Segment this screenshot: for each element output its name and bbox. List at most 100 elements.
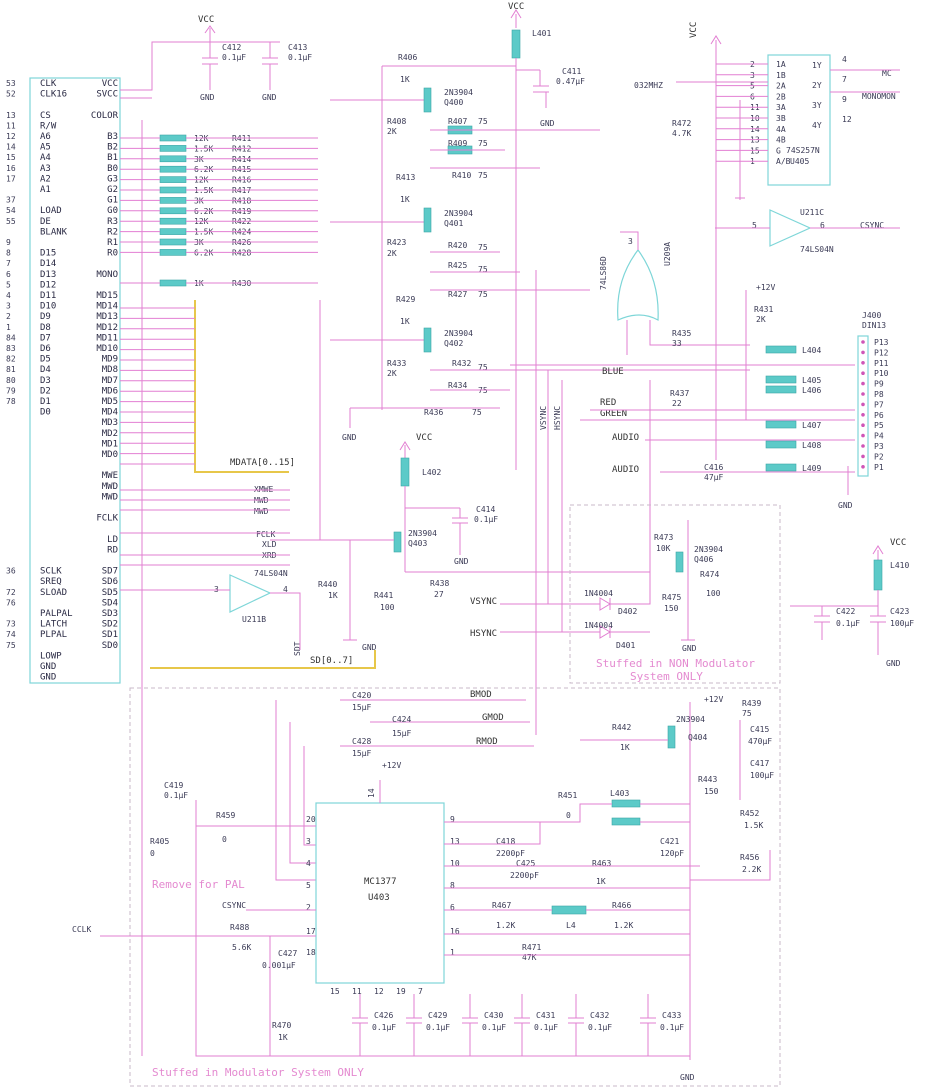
chip-right-pin-label: MD6 bbox=[102, 386, 118, 396]
r467-val: 1.2K bbox=[496, 921, 515, 930]
audio-label-1: AUDIO bbox=[612, 433, 639, 443]
r488-val: 5.6K bbox=[232, 943, 251, 952]
u405-out-pin: 1Y bbox=[812, 61, 822, 70]
chip-right-pin-label: SD0 bbox=[102, 641, 118, 651]
gnd-label-1: GND bbox=[200, 93, 215, 102]
r459-val: 0 bbox=[222, 835, 227, 844]
u403-left-pin: 5 bbox=[306, 881, 311, 890]
p12-label-1: +12V bbox=[756, 283, 775, 292]
chip-right-pin-label: G1 bbox=[107, 196, 118, 206]
chip-right-pin-label: SD3 bbox=[102, 609, 118, 619]
u405-in-pin: A/B bbox=[776, 157, 791, 166]
c421-ref: C421 bbox=[660, 837, 679, 846]
r408-ref: R408 bbox=[387, 117, 406, 126]
rgb-driver-stage: VCC L401 R406 1K C411 0.47µF GND 2N3904 … bbox=[330, 2, 750, 470]
u405-out-pin: 4Y bbox=[812, 121, 822, 130]
chip-left-pin-label: LATCH bbox=[40, 620, 67, 630]
r473-val: 10K bbox=[656, 544, 671, 553]
r442-ref: R442 bbox=[612, 723, 631, 732]
u405-out-pin-number: 12 bbox=[842, 115, 852, 124]
chip-left-pin-label: D4 bbox=[40, 365, 51, 375]
chip-left-pin-label: D10 bbox=[40, 302, 56, 312]
sdt-label: SDT bbox=[293, 641, 302, 656]
ladder-resistor bbox=[159, 155, 187, 163]
chip-left-pin-label: A3 bbox=[40, 164, 51, 174]
chip-left-pin-label: D6 bbox=[40, 344, 51, 354]
sync-signal-labels: VSYNC HSYNC bbox=[535, 270, 563, 735]
r409-ref: R409 bbox=[448, 139, 467, 148]
ladder-resistor bbox=[159, 279, 187, 287]
u403-left-pin: 3 bbox=[306, 837, 311, 846]
p12-label-3: +12V bbox=[704, 695, 723, 704]
bypass-cap-symbol bbox=[406, 994, 422, 1056]
r413-val: 1K bbox=[400, 195, 410, 204]
chip-pin-number: 73 bbox=[6, 620, 16, 629]
mc-label: MC bbox=[882, 69, 892, 78]
blue-label: BLUE bbox=[602, 367, 624, 377]
ladder-resistor bbox=[159, 228, 187, 235]
c427-val: 0.001µF bbox=[262, 961, 296, 970]
u403-left-pin: 4 bbox=[306, 859, 311, 868]
chip-right-pin-label: MWE bbox=[102, 471, 118, 481]
ladder-resistor bbox=[159, 165, 187, 173]
chip-left-pin-label: A1 bbox=[40, 185, 51, 195]
mod-dashed-box bbox=[129, 687, 781, 1087]
u403-right-pin: 13 bbox=[450, 837, 460, 846]
cclk-label: CCLK bbox=[72, 925, 91, 934]
r441-ref: R441 bbox=[374, 591, 393, 600]
q403-ref: Q403 bbox=[408, 539, 427, 548]
ferrite-bead-ref: L405 bbox=[802, 376, 821, 385]
chip-pin-number: 79 bbox=[6, 386, 16, 395]
r423-ref: R423 bbox=[387, 238, 406, 247]
chip-right-pin-label: G3 bbox=[107, 174, 118, 184]
q404-type: 2N3904 bbox=[676, 715, 705, 724]
l4-ref: L4 bbox=[566, 921, 576, 930]
vcc-label-1: VCC bbox=[198, 15, 214, 25]
non-modulator-section: Stuffed in NON Modulator System ONLY VSY… bbox=[470, 504, 781, 684]
u405-body bbox=[767, 54, 831, 186]
q401-type: 2N3904 bbox=[444, 209, 473, 218]
chip-pin-number: 3 bbox=[6, 302, 11, 311]
r407-ref: R407 bbox=[448, 117, 467, 126]
chip-pin-number: 8 bbox=[6, 249, 11, 258]
r435-ref: R435 bbox=[672, 329, 691, 338]
u405-in-pin: 3B bbox=[776, 114, 786, 123]
chip-left-pin-label: PLPAL bbox=[40, 630, 67, 640]
l410-power-filter: VCC L410 C422 0.1µF C423 100µF GND bbox=[790, 538, 914, 668]
green-driver-block: R413 1K 2N3904 Q401 R423 2K R420 75 R425… bbox=[330, 173, 590, 299]
c425-val: 2200pF bbox=[510, 871, 539, 880]
r470-ref: R470 bbox=[272, 1021, 291, 1030]
chip-right-pin-label: MD12 bbox=[96, 323, 118, 333]
j400-pin-dot bbox=[861, 423, 865, 428]
ladder-resistor bbox=[159, 145, 187, 152]
chip-right-pin-label: MD13 bbox=[96, 312, 118, 322]
chip-pin-number: 11 bbox=[6, 121, 16, 130]
chip-right-pin-label: B0 bbox=[107, 164, 118, 174]
chip-pin-number: 13 bbox=[6, 111, 16, 120]
chip-pin-number: 15 bbox=[6, 153, 16, 162]
chip-left-pin-label: D3 bbox=[40, 376, 51, 386]
mwd-label-2: MWD bbox=[254, 507, 269, 516]
j400-pin-dot bbox=[861, 361, 865, 365]
chip-right-pin-label: SVCC bbox=[96, 90, 118, 100]
r472-ref: R472 bbox=[672, 119, 691, 128]
main-chip-pin-numbers: 5352131112141516173754559876543218483828… bbox=[6, 79, 16, 650]
gnd-label-10: GND bbox=[680, 1073, 695, 1082]
l402-ref: L402 bbox=[422, 468, 441, 477]
freq-label: 032MHZ bbox=[634, 81, 663, 90]
chip-right-pin-label: MWD bbox=[102, 492, 118, 502]
u403-left-pin: 20 bbox=[306, 815, 316, 824]
q402-ref: Q402 bbox=[444, 339, 463, 348]
bypass-cap-symbol bbox=[568, 994, 584, 1056]
r410-ref: R410 bbox=[452, 171, 471, 180]
r471-val: 47K bbox=[522, 953, 537, 962]
r456-ref: R456 bbox=[740, 853, 759, 862]
u405-in-pin: 2A bbox=[776, 82, 786, 91]
r436-val: 75 bbox=[472, 408, 482, 417]
r442-val: 1K bbox=[620, 743, 630, 752]
ferrite-bead-ref: L407 bbox=[802, 421, 821, 430]
chip-left-pin-label: D2 bbox=[40, 386, 51, 396]
q406-ref: Q406 bbox=[694, 555, 713, 564]
u405-out-pin-number: 9 bbox=[842, 95, 847, 104]
r443-ref: R443 bbox=[698, 775, 717, 784]
